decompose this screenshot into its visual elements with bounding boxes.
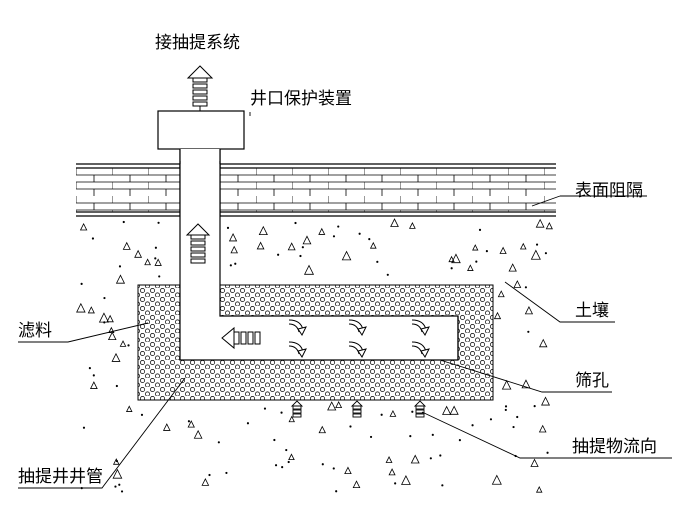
pipe-up-arrow-icon bbox=[185, 223, 211, 264]
surface-barrier bbox=[76, 163, 556, 217]
screen-inflow-arrows bbox=[288, 319, 430, 358]
flow-direction-arrows bbox=[290, 400, 427, 418]
label-flow-direction: 抽提物流向 bbox=[572, 437, 657, 457]
pipe-left-arrow-icon bbox=[221, 326, 261, 350]
label-extraction-system: 接抽提系统 bbox=[155, 33, 240, 53]
label-soil: 土壤 bbox=[575, 300, 609, 321]
label-well-pipe: 抽提井井管 bbox=[18, 467, 103, 487]
wellhead-protection-device bbox=[157, 110, 245, 216]
outlet-arrow-icon bbox=[186, 65, 214, 111]
label-surface-barrier: 表面阻隔 bbox=[575, 181, 643, 201]
label-filter-material: 滤料 bbox=[18, 321, 52, 341]
soil-speckles bbox=[76, 218, 553, 493]
leader-lines bbox=[18, 112, 672, 489]
label-screen-holes: 筛孔 bbox=[575, 371, 609, 391]
label-wellhead-protection: 井口保护装置 bbox=[250, 89, 352, 109]
